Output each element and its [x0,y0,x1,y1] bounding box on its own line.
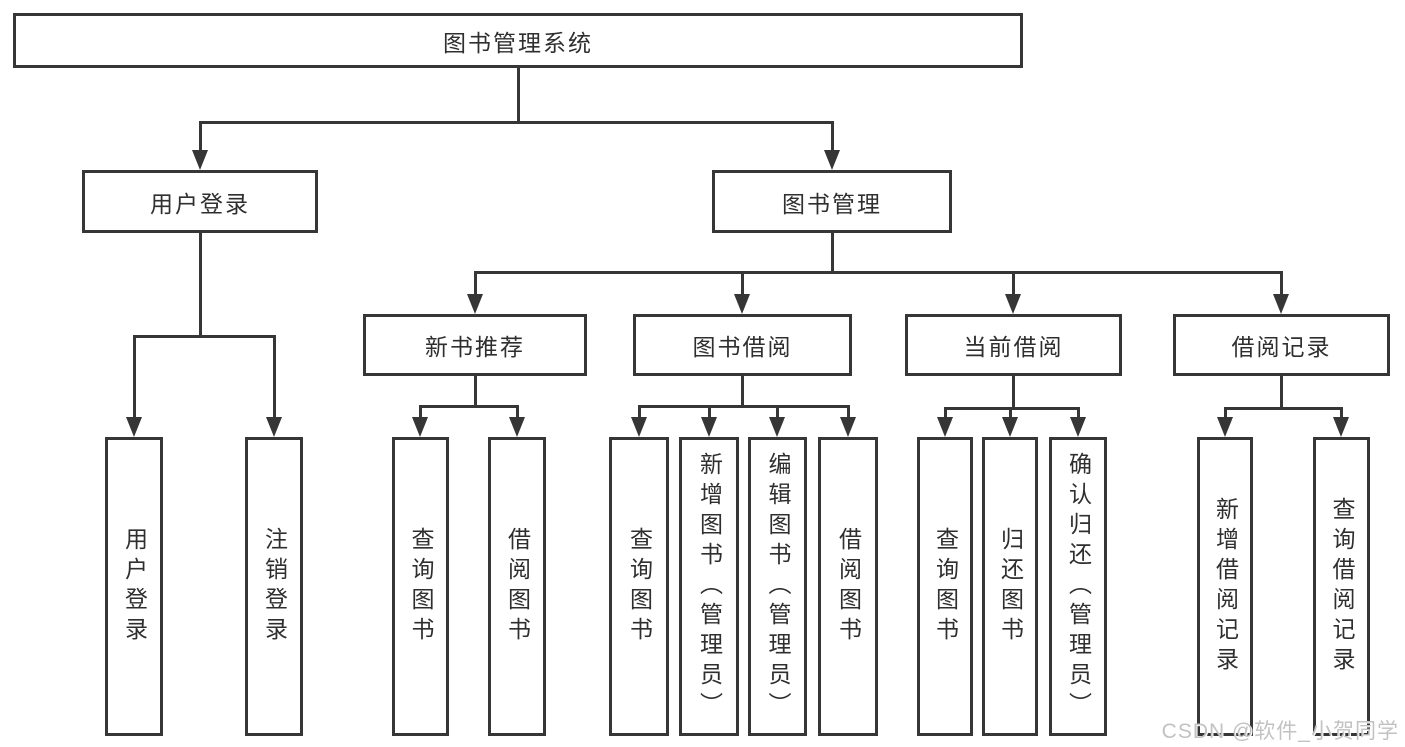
connector-current-borrow-drop-2 [1076,408,1080,419]
node-label-user-login: 用户登录 [150,190,250,217]
connector-book-management-drop-0 [473,272,477,296]
connector-user-login-drop-0 [132,336,136,419]
node-leaf-logout: 注销登录 [245,437,303,736]
connector-book-borrow-drop-3 [846,406,850,419]
node-borrow-records: 借阅记录 [1173,314,1390,376]
node-user-login: 用户登录 [82,170,318,233]
connector-borrow-records-bar [1223,406,1343,410]
arrowhead-leaf-return-books-icon [1002,417,1018,437]
connector-user-login-drop-1 [272,336,276,419]
connector-borrow-records-stem [1279,376,1283,408]
connector-book-management-bar [473,270,1283,274]
node-leaf-borrow-books-1: 借阅图书 [488,437,546,736]
node-label-leaf-borrow-books-2: 借阅图书 [835,526,862,647]
node-label-leaf-user-login: 用户登录 [121,526,148,647]
node-root: 图书管理系统 [13,13,1023,68]
node-new-book-recommend: 新书推荐 [363,314,587,376]
node-leaf-add-record: 新增借阅记录 [1197,437,1253,736]
connector-user-login-bar [132,334,276,338]
arrowhead-leaf-borrow-books-2-icon [840,417,856,437]
arrowhead-borrow-records-icon [1273,294,1289,314]
connector-book-management-stem [830,233,834,272]
arrowhead-leaf-borrow-books-1-icon [509,417,525,437]
connector-book-management-drop-2 [1011,272,1015,296]
connector-book-borrow-stem [740,376,744,406]
csdn-watermark: CSDN @软件_小贺同学 [1161,720,1399,743]
connector-borrow-records-drop-0 [1223,408,1227,419]
arrowhead-leaf-query-books-1-icon [412,417,428,437]
arrowhead-leaf-edit-books-icon [769,417,785,437]
node-label-book-management: 图书管理 [782,190,882,217]
node-label-leaf-edit-books: 编辑图书（管理员） [765,451,791,722]
connector-current-borrow-stem [1011,376,1015,408]
connector-new-book-recommend-bar [418,404,519,408]
arrowhead-leaf-add-record-icon [1217,417,1233,437]
node-label-leaf-borrow-books-1: 借阅图书 [504,526,531,647]
arrowhead-leaf-query-books-3-icon [937,417,953,437]
node-label-leaf-query-books-2: 查询图书 [626,526,653,647]
node-label-leaf-query-books-3: 查询图书 [932,526,959,647]
connector-current-borrow-bar [943,406,1080,410]
arrowhead-leaf-query-books-2-icon [631,417,647,437]
node-label-current-borrow: 当前借阅 [963,334,1064,360]
arrowhead-new-book-recommend-icon [467,294,483,314]
node-leaf-return-books: 归还图书 [982,437,1038,736]
node-label-leaf-logout: 注销登录 [261,526,288,647]
node-leaf-query-books-1: 查询图书 [392,437,449,736]
arrowhead-leaf-query-record-icon [1333,417,1349,437]
connector-book-management-drop-3 [1279,272,1283,296]
node-label-new-book-recommend: 新书推荐 [425,334,525,360]
node-label-root: 图书管理系统 [443,29,593,56]
node-current-borrow: 当前借阅 [905,314,1122,376]
node-leaf-query-books-3: 查询图书 [917,437,973,736]
node-label-leaf-confirm-return: 确认归还（管理员） [1065,451,1092,722]
node-book-borrow: 图书借阅 [633,314,852,376]
arrowhead-leaf-logout-icon [266,417,282,437]
node-label-leaf-return-books: 归还图书 [997,526,1024,647]
node-leaf-user-login: 用户登录 [105,437,163,736]
arrowhead-current-borrow-icon [1005,294,1021,314]
connector-book-management-drop-1 [740,272,744,296]
connector-book-borrow-drop-1 [707,406,711,419]
connector-current-borrow-drop-1 [1008,408,1012,419]
connector-book-borrow-bar [637,404,850,408]
node-leaf-query-record: 查询借阅记录 [1313,437,1370,736]
node-label-leaf-add-record: 新增借阅记录 [1212,496,1239,677]
connector-book-borrow-drop-0 [637,406,641,419]
node-label-leaf-query-books-1: 查询图书 [408,526,434,647]
node-leaf-query-books-2: 查询图书 [609,437,669,736]
node-label-borrow-records: 借阅记录 [1231,334,1332,360]
connector-user-login-stem [198,233,202,336]
node-label-leaf-query-record: 查询借阅记录 [1329,496,1355,677]
arrowhead-user-login-icon [192,150,208,170]
connector-current-borrow-drop-0 [943,408,947,419]
connector-new-book-recommend-drop-1 [515,406,519,419]
connector-new-book-recommend-stem [473,376,477,406]
connector-borrow-records-drop-1 [1339,408,1343,419]
connector-root-drop-1 [830,122,834,152]
connector-new-book-recommend-drop-0 [418,406,422,419]
arrowhead-leaf-user-login-icon [126,417,142,437]
arrowhead-book-borrow-icon [734,294,750,314]
connector-root-bar [198,120,834,124]
node-leaf-edit-books: 编辑图书（管理员） [748,437,807,736]
arrowhead-book-management-icon [824,150,840,170]
connector-root-stem [516,68,520,122]
arrowhead-leaf-confirm-return-icon [1070,417,1086,437]
node-leaf-confirm-return: 确认归还（管理员） [1049,437,1107,736]
node-leaf-borrow-books-2: 借阅图书 [818,437,878,736]
connector-root-drop-0 [198,122,202,152]
node-book-management: 图书管理 [712,170,952,233]
arrowhead-leaf-add-books-icon [701,417,717,437]
node-label-book-borrow: 图书借阅 [692,334,793,360]
node-leaf-add-books: 新增图书（管理员） [679,437,739,736]
connector-book-borrow-drop-2 [775,406,779,419]
node-label-leaf-add-books: 新增图书（管理员） [696,451,723,722]
